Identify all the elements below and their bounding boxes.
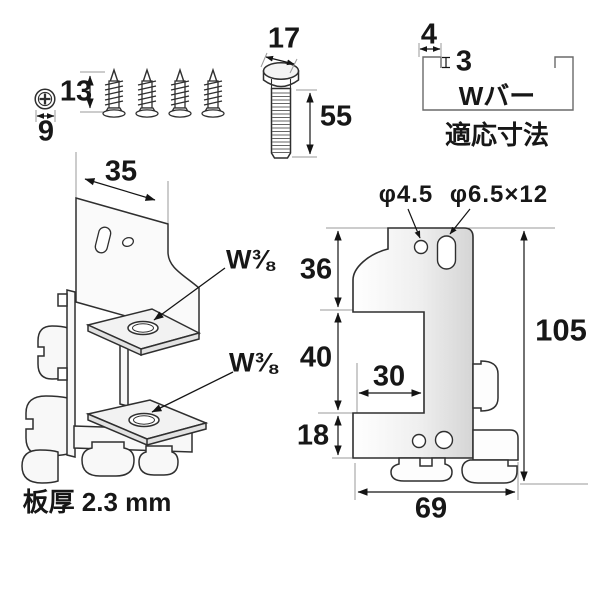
- notch-height-dim: 40: [299, 341, 333, 374]
- bracket-top-width-dim: 35: [104, 155, 138, 188]
- notch-depth-dim: 30: [372, 360, 406, 393]
- hole-diameter-label: φ4.5: [378, 181, 434, 208]
- upper-height-dim: 36: [299, 253, 333, 286]
- plate-thickness-note: 板厚 2.3 mm: [22, 487, 172, 517]
- wbar-lip-depth-dim: 3: [455, 45, 473, 78]
- wbar-label: Wバー: [458, 81, 536, 111]
- screw-head-dia-dim: 9: [37, 115, 55, 148]
- screw-length-dim: 13: [59, 75, 93, 108]
- wbar-profile: [418, 43, 574, 111]
- lower-height-dim: 18: [296, 419, 330, 452]
- bolt-length-dim: 55: [319, 100, 353, 133]
- total-height-dim: 105: [535, 312, 587, 348]
- upper-thread-label: W⅜: [225, 244, 275, 275]
- bolt-illustration: [260, 52, 317, 159]
- bracket-perspective-view: [21, 152, 234, 484]
- screws-illustration: [34, 69, 225, 122]
- lower-thread-label: W⅜: [228, 347, 278, 378]
- bracket-front-view: [318, 208, 588, 500]
- slot-size-label: φ6.5×12: [449, 181, 549, 208]
- wbar-lip-width-dim: 4: [420, 18, 438, 51]
- applicable-dimensions-caption: 適応寸法: [444, 120, 550, 150]
- bolt-head-width-dim: 17: [267, 22, 301, 55]
- total-width-dim: 69: [414, 492, 448, 525]
